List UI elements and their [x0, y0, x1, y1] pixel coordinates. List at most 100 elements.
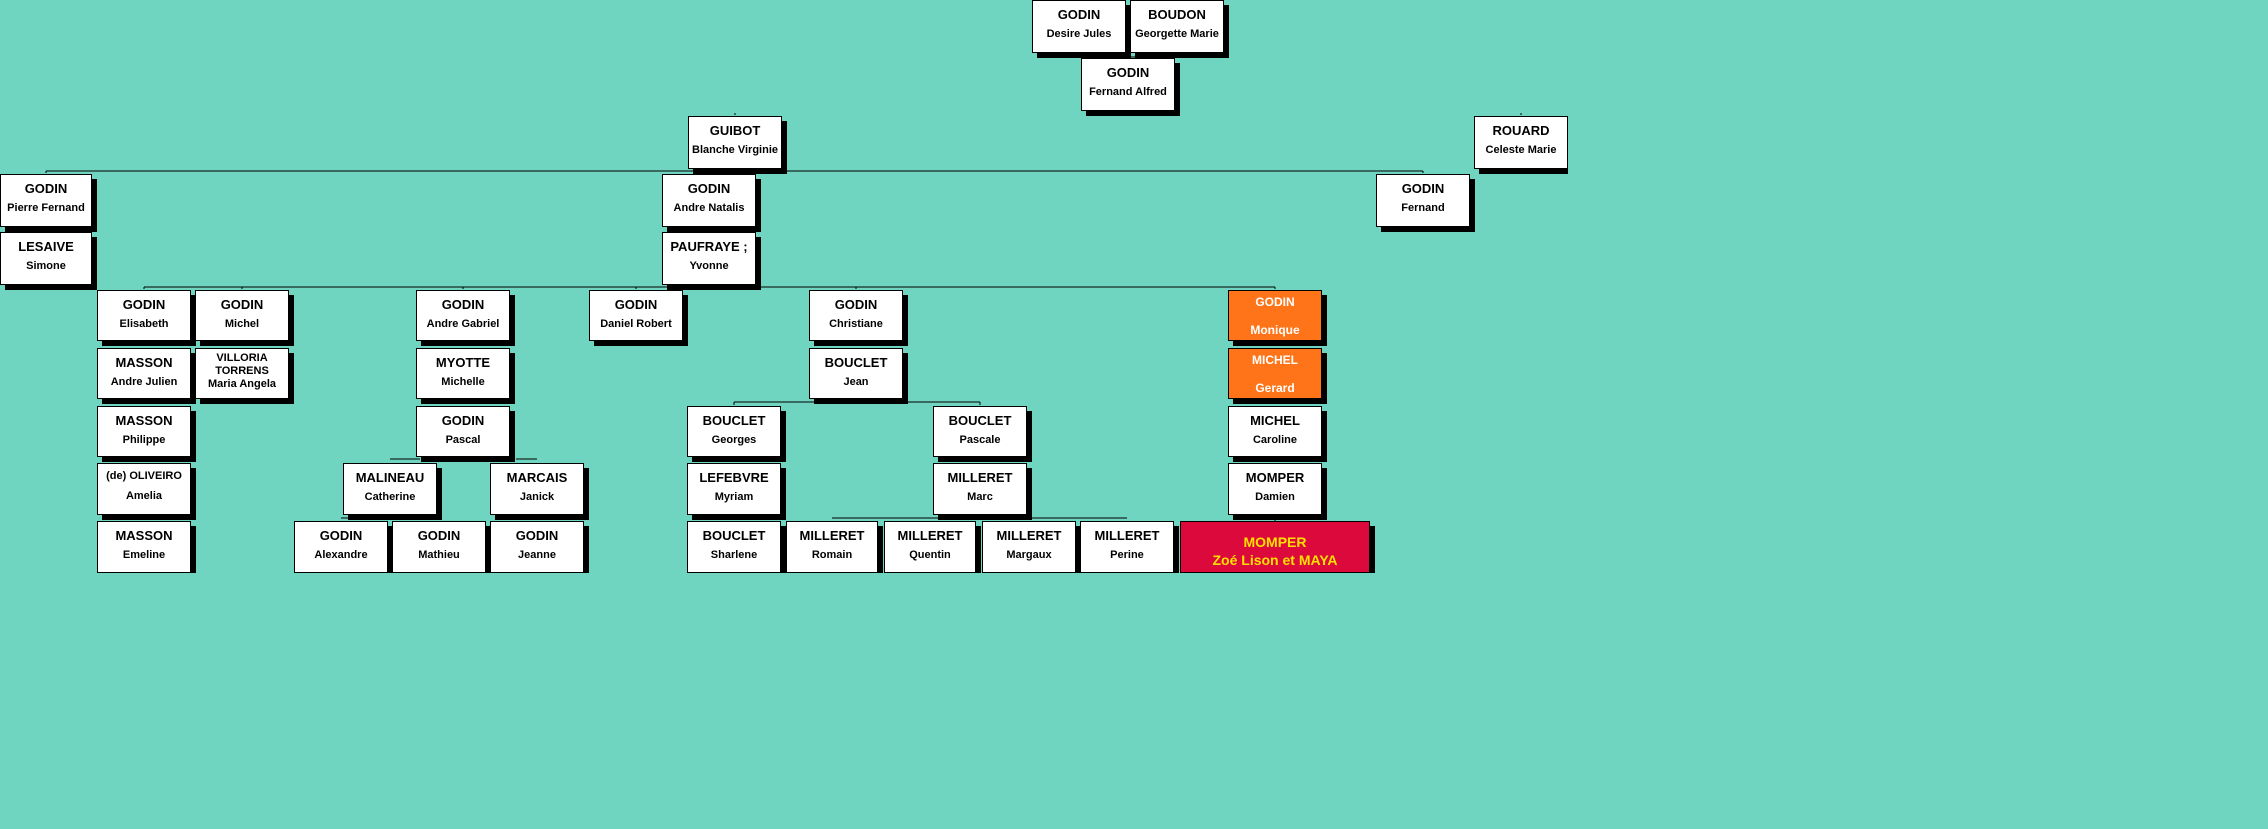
person-given-name: Monique — [1250, 323, 1300, 337]
person-surname: MILLERET — [1094, 528, 1160, 543]
person-box[interactable]: (de) OLIVEIRO Amelia — [97, 463, 191, 515]
person-surname: MILLERET — [996, 528, 1062, 543]
person-box[interactable]: MASSON Andre Julien — [97, 348, 191, 399]
person-box[interactable]: BOUCLET Pascale — [933, 406, 1027, 457]
person-surname: MALINEAU — [355, 470, 425, 485]
person-given-name: Jeanne — [518, 549, 556, 561]
person-given-name: Amelia — [125, 490, 163, 502]
person-box[interactable]: BOUDON Georgette Marie — [1130, 0, 1224, 53]
person-surname: BOUCLET — [702, 528, 766, 543]
person-box[interactable]: GODIN Jeanne — [490, 521, 584, 573]
person-given-name: Andre Gabriel — [426, 318, 500, 330]
person-given-name: Damien — [1255, 491, 1295, 503]
person-given-name: Daniel Robert — [600, 318, 672, 330]
person-given-name: Catherine — [364, 491, 416, 503]
person-given-name: Perine — [1110, 549, 1144, 561]
person-surname: LESAIVE — [18, 239, 74, 254]
person-given-name: Andre Natalis — [673, 202, 745, 214]
person-surname: MILLERET — [947, 470, 1013, 485]
person-surname: GODIN — [24, 181, 68, 196]
person-box[interactable]: GODIN Alexandre — [294, 521, 388, 573]
person-surname: MICHEL — [1252, 353, 1298, 367]
person-given-name: Pierre Fernand — [7, 202, 85, 214]
person-given-name: Jean — [843, 376, 869, 388]
person-given-name: Fernand — [1401, 202, 1445, 214]
person-surname: GODIN — [834, 297, 878, 312]
person-box[interactable]: MILLERET Perine — [1080, 521, 1174, 573]
person-box[interactable]: GODIN Christiane — [809, 290, 903, 341]
person-given-name: Gerard — [1255, 381, 1295, 395]
person-surname: GODIN — [319, 528, 363, 543]
person-box[interactable]: MARCAIS Janick — [490, 463, 584, 515]
person-box[interactable]: MOMPER Damien — [1228, 463, 1322, 515]
person-surname: PAUFRAYE ; — [670, 239, 748, 254]
person-box[interactable]: ROUARD Celeste Marie — [1474, 116, 1568, 169]
person-box[interactable]: MILLERET Romain — [786, 521, 878, 573]
person-box-highlighted[interactable]: MICHEL Gerard — [1228, 348, 1322, 399]
person-given-name: Yvonne — [689, 260, 729, 272]
person-given-name: Pascal — [445, 434, 481, 446]
person-surname: GODIN — [1106, 65, 1150, 80]
person-surname: GODIN — [1057, 7, 1101, 22]
person-given-name: Quentin — [909, 549, 951, 561]
person-box[interactable]: MALINEAU Catherine — [343, 463, 437, 515]
person-surname: GUIBOT — [709, 123, 761, 138]
person-box[interactable]: GODIN Daniel Robert — [589, 290, 683, 341]
person-box[interactable]: GODIN Andre Natalis — [662, 174, 756, 227]
person-box[interactable]: GODIN Elisabeth — [97, 290, 191, 341]
person-surname: MASSON — [115, 528, 173, 543]
person-given-name: Mathieu — [418, 549, 460, 561]
person-box[interactable]: GODIN Mathieu — [392, 521, 486, 573]
person-box[interactable]: GODIN Fernand — [1376, 174, 1470, 227]
person-box[interactable]: PAUFRAYE ; Yvonne — [662, 232, 756, 285]
person-given-name: Sharlene — [710, 549, 758, 561]
person-box[interactable]: GODIN Desire Jules — [1032, 0, 1126, 53]
person-given-name: Simone — [26, 260, 66, 272]
person-surname: (de) OLIVEIRO — [106, 470, 182, 482]
person-given-name: Caroline — [1252, 434, 1297, 446]
person-surname: MOMPER — [1245, 470, 1305, 485]
person-surname: GODIN — [687, 181, 731, 196]
person-box[interactable]: LESAIVE Simone — [0, 232, 92, 285]
person-given-name: Zoé Lison et MAYA — [1212, 552, 1338, 568]
person-box[interactable]: LEFEBVRE Myriam — [687, 463, 781, 515]
person-box[interactable]: MILLERET Marc — [933, 463, 1027, 515]
person-box[interactable]: BOUCLET Jean — [809, 348, 903, 399]
person-box[interactable]: BOUCLET Georges — [687, 406, 781, 457]
person-surname: MARCAIS — [506, 470, 568, 485]
person-box[interactable]: GODIN Pascal — [416, 406, 510, 457]
person-box[interactable]: GODIN Michel — [195, 290, 289, 341]
person-given-name: Emeline — [122, 549, 166, 561]
person-surname: MYOTTE — [435, 355, 491, 370]
person-surname: MASSON — [115, 413, 173, 428]
person-box[interactable]: GODIN Fernand Alfred — [1081, 58, 1175, 111]
person-box[interactable]: MILLERET Quentin — [884, 521, 976, 573]
person-box[interactable]: GODIN Pierre Fernand — [0, 174, 92, 227]
person-given-name: Janick — [519, 491, 555, 503]
person-surname: MILLERET — [799, 528, 865, 543]
person-box[interactable]: GODIN Andre Gabriel — [416, 290, 510, 341]
person-surname: VILLORIA TORRENS — [215, 352, 269, 377]
person-box-featured[interactable]: MOMPER Zoé Lison et MAYA — [1180, 521, 1370, 573]
person-surname: BOUDON — [1148, 7, 1206, 22]
person-surname: BOUCLET — [702, 413, 766, 428]
person-surname: GODIN — [1255, 295, 1295, 309]
person-box[interactable]: MASSON Philippe — [97, 406, 191, 457]
person-surname: MICHEL — [1250, 413, 1300, 428]
person-box[interactable]: BOUCLET Sharlene — [687, 521, 781, 573]
person-box[interactable]: GUIBOT Blanche Virginie — [688, 116, 782, 169]
person-box[interactable]: MICHEL Caroline — [1228, 406, 1322, 457]
person-given-name: Desire Jules — [1046, 28, 1112, 40]
person-box-highlighted[interactable]: GODIN Monique — [1228, 290, 1322, 341]
person-box[interactable]: VILLORIA TORRENS Maria Angela — [195, 348, 289, 399]
person-surname: MILLERET — [897, 528, 963, 543]
person-box[interactable]: MYOTTE Michelle — [416, 348, 510, 399]
person-surname: GODIN — [515, 528, 559, 543]
person-given-name: Andre Julien — [110, 376, 178, 388]
person-given-name: Myriam — [714, 491, 754, 503]
person-surname: GODIN — [1401, 181, 1445, 196]
person-box[interactable]: MILLERET Margaux — [982, 521, 1076, 573]
person-box[interactable]: MASSON Emeline — [97, 521, 191, 573]
person-given-name: Philippe — [122, 434, 166, 446]
person-surname: ROUARD — [1492, 123, 1550, 138]
